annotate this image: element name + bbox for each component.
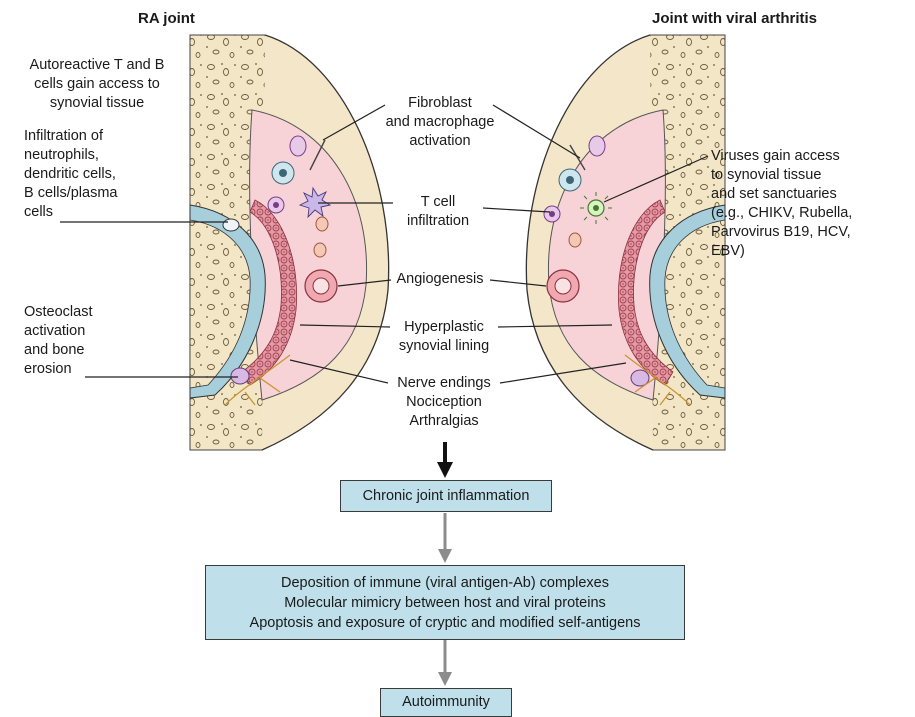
- nerve-endings-label: Nerve endings Nociception Arthralgias: [385, 374, 503, 431]
- angiogenesis-label: Angiogenesis: [390, 270, 490, 289]
- mechanisms-box: Deposition of immune (viral antigen-Ab) …: [205, 565, 685, 640]
- osteoclast-label: Osteoclast activation and bone erosion: [24, 303, 93, 379]
- ra-joint: [190, 35, 389, 450]
- hyperplastic-lining-label: Hyperplastic synovial lining: [385, 318, 503, 356]
- viral-arthritis-joint: [526, 35, 725, 450]
- t-cell-infiltration-label: T cell infiltration: [393, 193, 483, 231]
- viruses-label: Viruses gain access to synovial tissue a…: [711, 147, 852, 261]
- fibroblast-activation-label: Fibroblast and macrophage activation: [370, 94, 510, 151]
- infiltration-label: Infiltration of neutrophils, dendritic c…: [24, 127, 117, 222]
- autoreactive-cells-label: Autoreactive T and B cells gain access t…: [9, 56, 185, 113]
- autoimmunity-box: Autoimmunity: [380, 688, 512, 717]
- flow-arrows: [437, 442, 453, 686]
- chronic-inflammation-box: Chronic joint inflammation: [340, 480, 552, 512]
